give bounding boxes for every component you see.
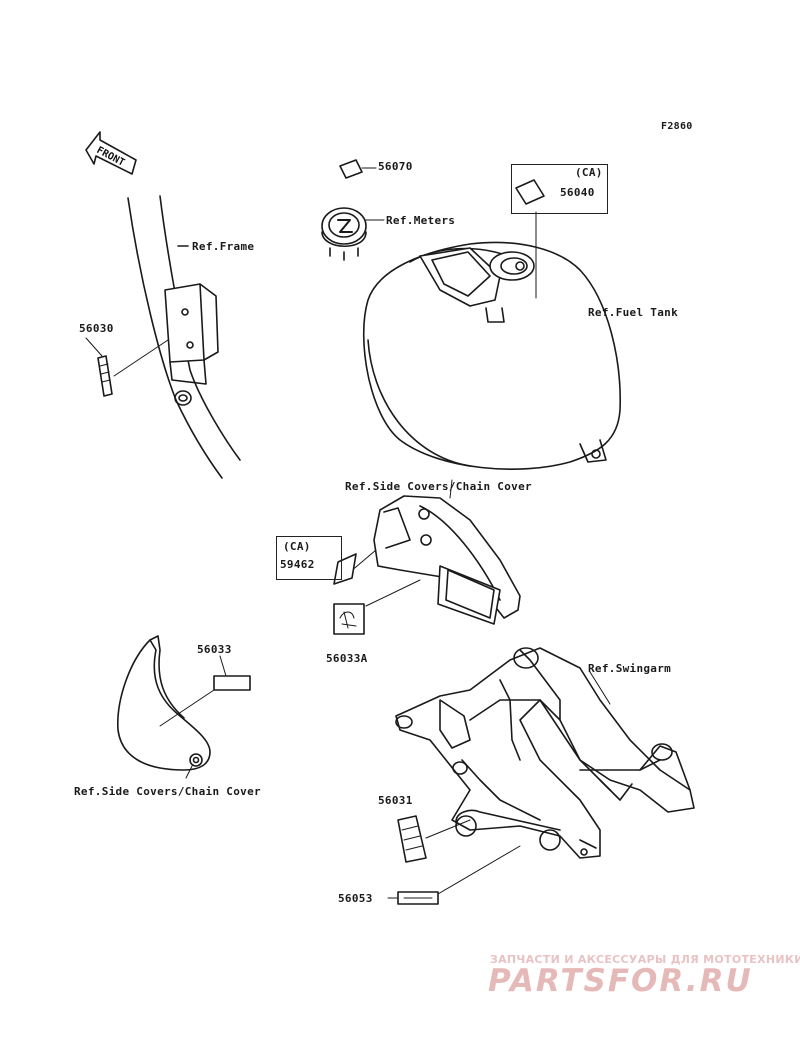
fuel-tank-drawing xyxy=(362,211,621,470)
ref-side-covers-top-label: Ref.Side Covers/Chain Cover xyxy=(345,480,532,493)
decal-56031 xyxy=(397,815,471,863)
ref-meters-label: Ref.Meters xyxy=(386,214,456,227)
decal-56053 xyxy=(387,845,521,905)
part-56053-label: 56053 xyxy=(338,892,373,905)
frame-drawing xyxy=(127,195,241,479)
part-59462-label: 59462 xyxy=(280,558,315,571)
meter-drawing xyxy=(321,159,385,261)
ca-tag-56040: (CA) xyxy=(575,166,603,179)
part-56031-label: 56031 xyxy=(378,794,413,807)
ref-swingarm-label: Ref.Swingarm xyxy=(588,662,672,675)
swingarm-drawing xyxy=(395,647,695,859)
chain-cover-drawing xyxy=(349,479,521,625)
watermark-logo: PARTSFOR.RU xyxy=(488,963,753,999)
ca-box-59462 xyxy=(276,536,342,580)
ca-tag-59462: (CA) xyxy=(283,540,311,553)
part-56070-label: 56070 xyxy=(378,160,413,173)
side-cover-left-drawing xyxy=(117,635,251,779)
ca-box-56040 xyxy=(511,164,608,214)
decal-56030 xyxy=(85,337,169,397)
part-56033A-label: 56033A xyxy=(326,652,368,665)
front-arrow-icon: FRONT xyxy=(85,131,137,175)
ref-fuel-tank-label: Ref.Fuel Tank xyxy=(588,306,678,319)
decal-59462 xyxy=(333,553,357,585)
part-56030-label: 56030 xyxy=(79,322,114,335)
part-56033-label: 56033 xyxy=(197,643,232,656)
decal-56033A xyxy=(333,579,421,635)
figure-id: F2860 xyxy=(661,121,693,132)
ref-side-covers-left-label: Ref.Side Covers/Chain Cover xyxy=(74,785,261,798)
decal-56040 xyxy=(515,179,545,205)
part-56040-label: 56040 xyxy=(560,186,595,199)
watermark-tagline: ЗАПЧАСТИ И АКСЕССУАРЫ ДЛЯ МОТОТЕХНИКИ xyxy=(490,953,800,966)
ref-frame-label: Ref.Frame xyxy=(192,240,255,253)
